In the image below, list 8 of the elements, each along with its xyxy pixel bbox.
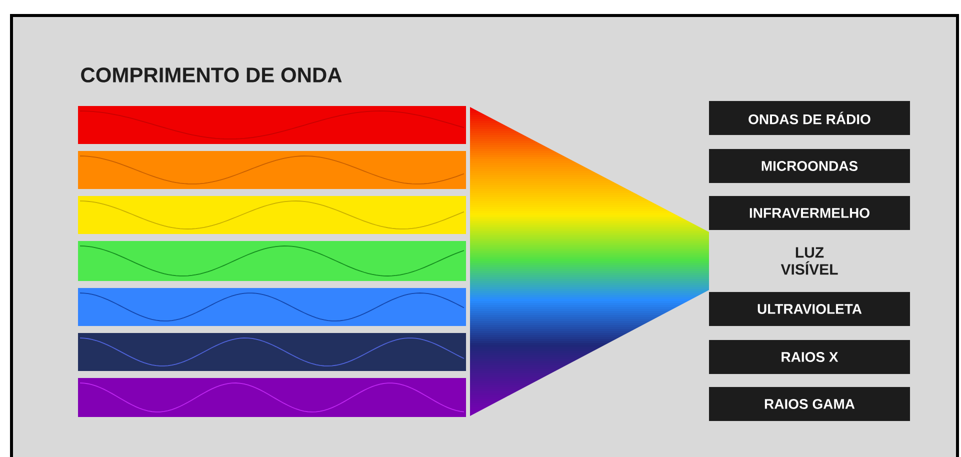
label-box: RAIOS X	[709, 340, 910, 374]
spectrum-label: LUZ VISÍVEL	[780, 247, 838, 275]
label-box: INFRAVERMELHO	[709, 196, 910, 230]
title: COMPRIMENTO DE ONDA	[81, 68, 342, 82]
label-box: ULTRAVIOLETA	[709, 292, 910, 326]
label-box: ONDAS DE RÁDIO	[709, 101, 910, 135]
label-box: MICROONDAS	[709, 149, 910, 183]
label-box: RAIOS GAMA	[709, 386, 910, 421]
